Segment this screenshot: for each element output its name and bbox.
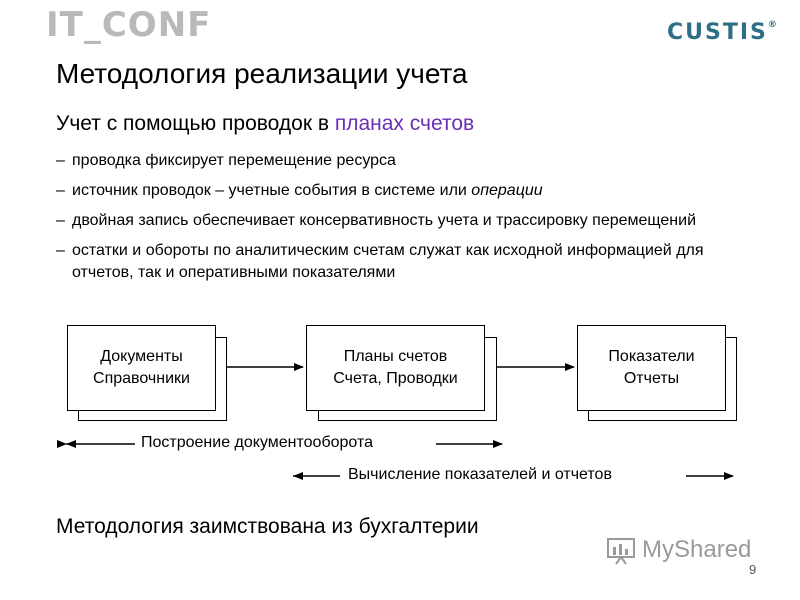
bullet-text: проводка фиксирует перемещение ресурса [72,152,396,169]
box-indicators-line2: Отчеты [623,370,680,387]
box-indicators-line1: Показатели [608,348,695,365]
range1-label: Построение документооборота [141,434,374,451]
bullet-dash: – [56,152,65,169]
bullet-list: – проводка фиксирует перемещение ресурса… [56,150,756,292]
presentation-icon [607,538,635,565]
itconf-logo-text: IT_CONF [46,5,212,45]
subtitle-highlight: планах счетов [334,112,475,135]
box-accounts: Планы счетов Счета, Проводки [306,325,485,411]
bullet-text: остатки и обороты по аналитическим счета… [72,242,704,281]
myshared-watermark: MyShared [606,535,751,565]
bullet-item: – двойная запись обеспечивает консервати… [56,210,756,232]
registered-mark: ® [767,20,779,30]
range2-left-arrowhead [293,472,303,480]
box-documents: Документы Справочники [67,325,216,411]
bottom-statement: Методология заимствована из бухгалтерии [56,515,479,538]
box-indicators: Показатели Отчеты [577,325,726,411]
bullet-dash: – [56,242,65,259]
bullet-dash: – [56,212,65,229]
slide-subtitle: Учет с помощью проводок в планах счетов [56,112,474,136]
box-accounts-line2: Счета, Проводки [333,370,458,387]
itconf-logo: IT_CONF [46,5,212,45]
page-number: 9 [749,562,757,577]
bullet-text-italic: операции [471,182,543,199]
bullet-text: двойная запись обеспечивает консервативн… [72,212,696,229]
bullet-dash: – [56,182,65,199]
bullet-item: – проводка фиксирует перемещение ресурса [56,150,756,172]
subtitle-prefix: Учет с помощью проводок в [56,112,335,135]
custis-logo-text: CUSTIS [667,20,768,45]
box-documents-line1: Документы [100,348,183,365]
range2-label: Вычисление показателей и отчетов [348,466,612,483]
bullet-text: источник проводок – учетные события в си… [72,182,472,199]
box-documents-line2: Справочники [93,370,190,387]
bullet-item: – остатки и обороты по аналитическим сче… [56,240,756,284]
custis-logo: CUSTIS® [667,20,779,45]
bullet-item: – источник проводок – учетные события в … [56,180,756,202]
range1-left-arrowhead [66,440,76,448]
slide-title: Методология реализации учета [56,58,468,89]
box-accounts-line1: Планы счетов [343,348,448,365]
watermark-text: MyShared [642,536,752,563]
